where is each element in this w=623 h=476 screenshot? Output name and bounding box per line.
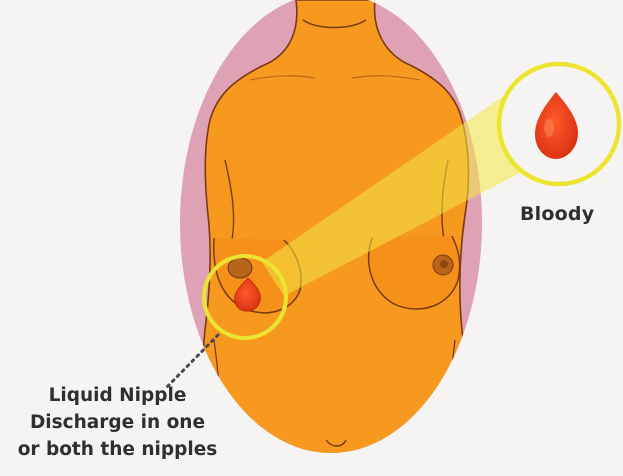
discharge-label: Liquid Nipple Discharge in one or both t… (0, 382, 235, 463)
bloody-label: Bloody (520, 203, 594, 225)
left-areola (228, 258, 252, 278)
discharge-label-line-3: or both the nipples (0, 436, 235, 463)
discharge-label-line-1: Liquid Nipple (0, 382, 235, 409)
discharge-label-line-2: Discharge in one (0, 409, 235, 436)
blood-drop-highlight (544, 119, 554, 137)
right-nipple (440, 260, 448, 268)
